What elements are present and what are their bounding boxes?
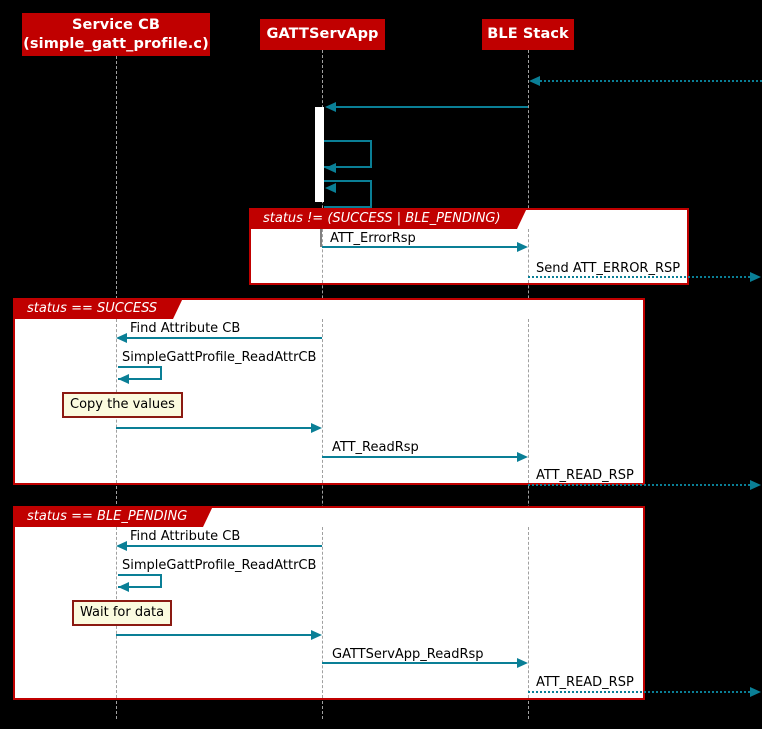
participant-gattservapp-label: GATTServApp xyxy=(266,26,379,43)
arrow-head-att-errorrsp xyxy=(517,242,528,252)
message-label-gattservapp-readrsp: GATTServApp_ReadRsp xyxy=(332,647,484,662)
arrow-head-att-read-rsp-success xyxy=(750,480,761,490)
selfcall-loop-service-cb-success[interactable] xyxy=(118,366,162,380)
note-copy-the-values: Copy the values xyxy=(62,392,183,418)
participant-ble-stack[interactable]: BLE Stack xyxy=(482,19,574,50)
message-label-find-attribute-cb-pending: Find Attribute CB xyxy=(130,529,241,544)
message-line-find-attribute-cb-success[interactable] xyxy=(127,337,322,339)
message-line-att-read-rsp-success[interactable] xyxy=(528,484,750,486)
arrow-head-selfcall-gattservapp-1 xyxy=(325,163,336,173)
arrow-head-read-req-to-gattservapp xyxy=(325,102,336,112)
message-label-send-att-error-rsp: Send ATT_ERROR_RSP xyxy=(536,261,681,276)
message-line-read-req-to-gattservapp[interactable] xyxy=(336,106,528,108)
arrow-head-gattservapp-readrsp xyxy=(517,658,528,668)
message-line-incoming-request[interactable] xyxy=(540,80,762,82)
arrow-head-find-attribute-cb-success xyxy=(116,333,127,343)
lifeline-gattservapp-seg-error xyxy=(322,229,323,283)
message-line-find-attribute-cb-pending[interactable] xyxy=(127,545,322,547)
message-line-att-readrsp[interactable] xyxy=(322,456,517,458)
selfcall-loop-service-cb-pending[interactable] xyxy=(118,574,162,588)
arrow-head-find-attribute-cb-pending xyxy=(116,541,127,551)
message-label-att-readrsp: ATT_ReadRsp xyxy=(332,440,419,455)
message-label-att-read-rsp-success: ATT_READ_RSP xyxy=(536,468,634,483)
lifeline-ble-stack-seg-success xyxy=(528,319,529,483)
message-label-att-errorrsp: ATT_ErrorRsp xyxy=(330,231,416,246)
selfcall-loop-gattservapp-2[interactable] xyxy=(324,180,372,208)
arrow-head-att-readrsp xyxy=(517,452,528,462)
group-label-pending: status == BLE_PENDING xyxy=(13,506,214,527)
note-wait-for-data-label: Wait for data xyxy=(80,605,165,620)
arrow-head-return-to-gattservapp-success xyxy=(311,423,322,433)
activation-bar-gattservapp xyxy=(315,107,324,202)
message-label-readattrcb-success: SimpleGattProfile_ReadAttrCB xyxy=(122,350,317,365)
message-line-att-errorrsp[interactable] xyxy=(322,246,517,248)
participant-service-cb[interactable]: Service CB (simple_gatt_profile.c) xyxy=(22,13,210,56)
activation-stub-error xyxy=(320,229,322,247)
arrow-head-selfcall-service-cb-success xyxy=(118,374,129,384)
message-line-return-to-gattservapp-pending[interactable] xyxy=(116,634,311,636)
arrow-head-selfcall-service-cb-pending xyxy=(118,582,129,592)
arrow-head-incoming-request xyxy=(529,76,540,86)
lifeline-gattservapp-seg-pending xyxy=(322,527,323,698)
note-copy-the-values-label: Copy the values xyxy=(70,397,175,412)
participant-ble-stack-label: BLE Stack xyxy=(487,26,569,43)
message-line-att-read-rsp-pending[interactable] xyxy=(528,691,750,693)
message-line-return-to-gattservapp-success[interactable] xyxy=(116,427,311,429)
selfcall-loop-gattservapp-1[interactable] xyxy=(324,140,372,168)
arrow-head-selfcall-gattservapp-2 xyxy=(325,183,336,193)
lifeline-ble-stack-seg-pending xyxy=(528,527,529,698)
message-label-readattrcb-pending: SimpleGattProfile_ReadAttrCB xyxy=(122,558,317,573)
arrow-head-att-read-rsp-pending xyxy=(750,687,761,697)
group-label-error: status != (SUCCESS | BLE_PENDING) xyxy=(249,208,527,229)
message-label-find-attribute-cb-success: Find Attribute CB xyxy=(130,321,241,336)
participant-gattservapp[interactable]: GATTServApp xyxy=(260,19,385,50)
message-label-att-read-rsp-pending: ATT_READ_RSP xyxy=(536,675,634,690)
group-frame-success: status == SUCCESS xyxy=(13,298,645,485)
note-wait-for-data: Wait for data xyxy=(72,600,173,626)
message-line-gattservapp-readrsp[interactable] xyxy=(322,662,517,664)
participant-service-cb-label: Service CB (simple_gatt_profile.c) xyxy=(23,16,209,52)
message-line-send-att-error-rsp[interactable] xyxy=(528,276,750,278)
arrow-head-return-to-gattservapp-pending xyxy=(311,630,322,640)
arrow-head-send-att-error-rsp xyxy=(750,272,761,282)
group-label-success: status == SUCCESS xyxy=(13,298,184,319)
lifeline-ble-stack-seg-error xyxy=(528,229,529,283)
lifeline-gattservapp-seg-success xyxy=(322,319,323,483)
